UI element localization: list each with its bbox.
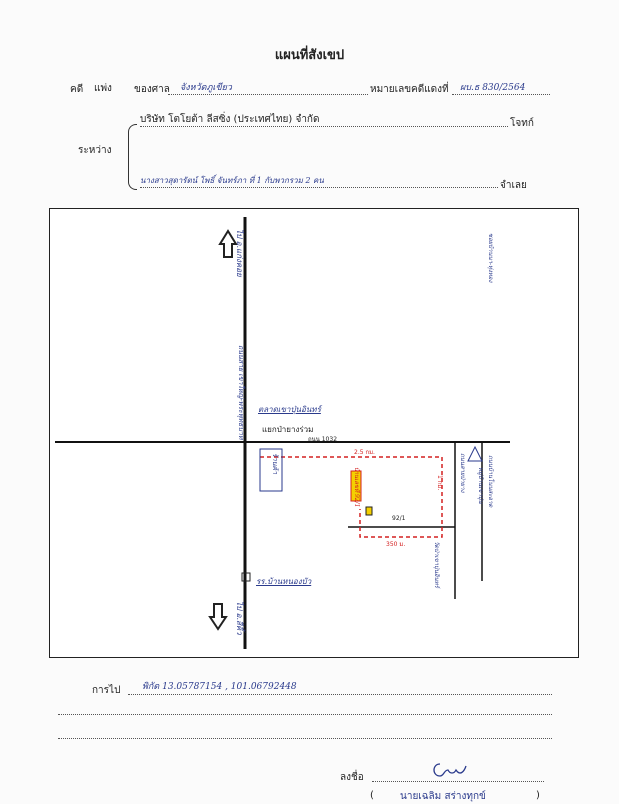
label-junction: แยกป่ายางร่วม bbox=[262, 425, 314, 434]
sign-label: ลงชื่อ bbox=[340, 772, 364, 783]
party-brace bbox=[128, 124, 137, 190]
label-distance-horizontal: 2.5 กม. bbox=[354, 449, 375, 456]
label-temple: วัดป่าเขาปุ่นอินทร์ bbox=[433, 541, 440, 588]
label-road-right-3: ซอยบ้านนา-ทุ่งทอง bbox=[487, 233, 494, 283]
label-village-sign: หมู่บ้านเขาปุ่น bbox=[477, 467, 484, 504]
label-bottom-direction: ไป อ.สีคิ้ว bbox=[235, 601, 244, 635]
down-arrow-icon bbox=[208, 603, 228, 631]
label-market: ตลาดเขาปุ่นอินทร์ bbox=[258, 405, 321, 414]
court-label: ของศาล bbox=[134, 84, 170, 95]
label-top-direction: ไป อ.แก่งคอย bbox=[235, 229, 244, 277]
court-name: จังหวัดภูเขียว bbox=[180, 83, 232, 93]
between-label: ระหว่าง bbox=[78, 145, 112, 156]
paren-close: ) bbox=[536, 790, 540, 801]
up-arrow-icon bbox=[218, 229, 238, 258]
route-dashed bbox=[260, 456, 443, 538]
sketch-map: ไป อ.แก่งคอย ถนนสาย เขาใหญ่-พระพุทธบาท ไ… bbox=[49, 208, 579, 658]
red-case-number: ผบ.ธ 830/2564 bbox=[460, 83, 526, 93]
label-house: บ้านเลขที่ 92/1 bbox=[353, 467, 360, 508]
direction-label: การไป bbox=[92, 685, 121, 696]
case-label: คดี bbox=[70, 84, 84, 95]
plaintiff-name: บริษัท โตโยต้า ลีสซิ่ง (ประเทศไทย) จำกัด bbox=[140, 114, 320, 125]
village-sign-icon bbox=[467, 445, 483, 462]
target-house-marker bbox=[350, 470, 362, 502]
label-distance-small: 350 ม. bbox=[386, 541, 406, 548]
house-small-marker bbox=[365, 506, 373, 516]
case-type: แพ่ง bbox=[94, 83, 112, 94]
label-distance-vertical: 1 กม. bbox=[436, 475, 443, 491]
label-house-number: 92/1 bbox=[392, 515, 406, 522]
label-road-number: ถนน 1032 bbox=[308, 436, 338, 443]
page-title: แผนที่สังเขป bbox=[274, 48, 345, 63]
red-case-label: หมายเลขคดีแดงที่ bbox=[370, 84, 449, 95]
school-marker bbox=[241, 572, 251, 582]
label-road-right-1: ถนนสายป่ายาง bbox=[459, 453, 466, 493]
defendant-role: จำเลย bbox=[500, 180, 527, 191]
label-main-road: ถนนสาย เขาใหญ่-พระพุทธบาท bbox=[237, 345, 245, 440]
defendant-name: นางสาวสุดารัตน์ โพธิ์ จันทร์ภา ที่ 1 กับ… bbox=[140, 176, 324, 185]
label-road-right-2: ถนนบ้านโนนสะอาด bbox=[487, 455, 494, 508]
shop-box bbox=[259, 448, 283, 492]
signer-name: นายเฉลิม สร่างทุกข์ bbox=[400, 791, 486, 802]
paren-open: ( bbox=[370, 790, 374, 801]
coordinates: พิกัด 13.05787154 , 101.06792448 bbox=[142, 682, 297, 692]
label-shop: ร้านค้า bbox=[271, 453, 279, 475]
plaintiff-role: โจทก์ bbox=[510, 118, 534, 129]
label-school: รร.บ้านหนองบัว bbox=[256, 577, 312, 586]
signature-scribble bbox=[433, 763, 467, 777]
